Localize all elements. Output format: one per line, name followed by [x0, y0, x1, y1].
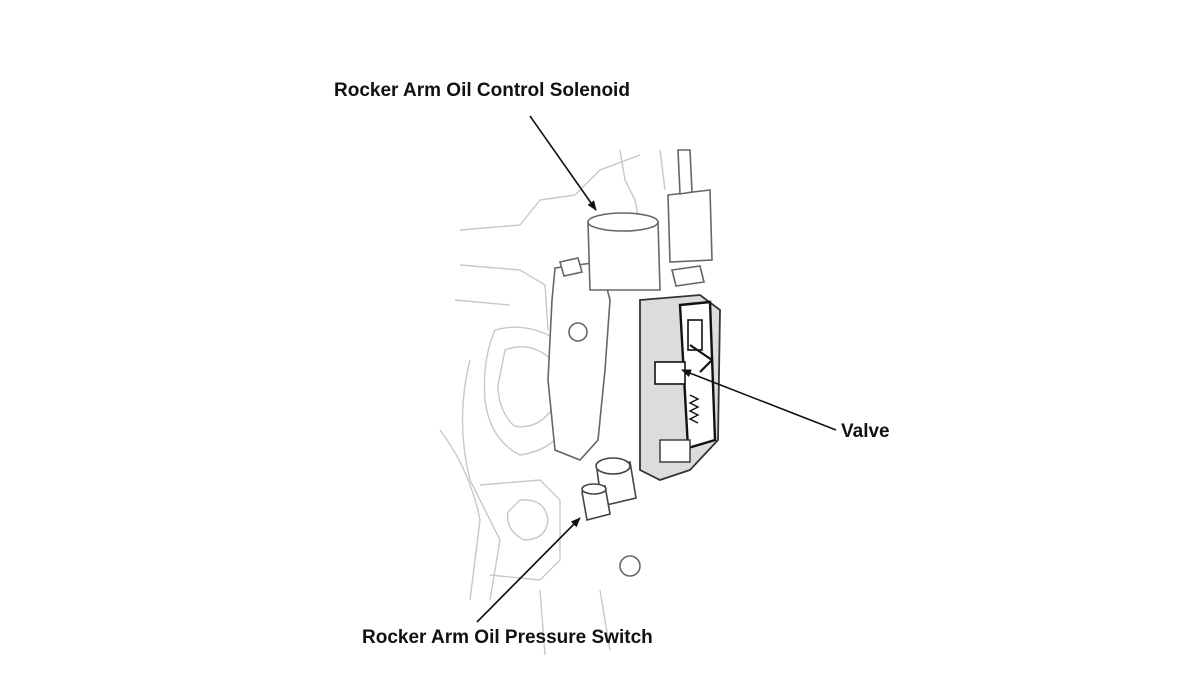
pressure-switch-leader-line — [476, 517, 581, 623]
pressure-switch — [581, 457, 637, 521]
solenoid-assembly — [547, 149, 713, 577]
engine-block-outline — [439, 149, 666, 656]
pressure-switch-label: Rocker Arm Oil Pressure Switch — [362, 627, 653, 648]
valve-cross-section — [639, 294, 721, 481]
solenoid-label: Rocker Arm Oil Control Solenoid — [334, 80, 630, 101]
valve-label: Valve — [841, 421, 890, 442]
solenoid-leader-line — [529, 115, 597, 211]
valve-leader-line — [681, 369, 837, 431]
